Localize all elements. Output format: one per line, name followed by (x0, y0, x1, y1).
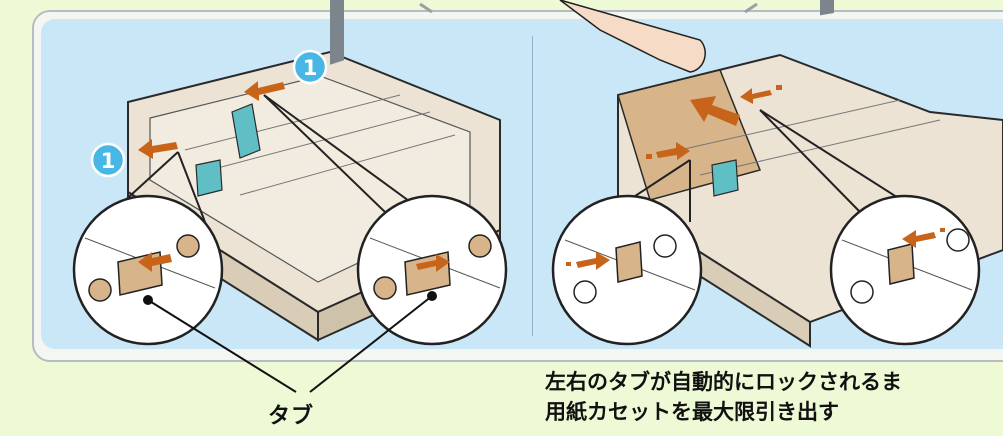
zoom-circle-left-2 (356, 194, 508, 346)
step-badge-left: 1 (90, 142, 126, 178)
instruction-text: 左右のタブが自動的にロックされるま 用紙カセットを最大限引き出す (545, 367, 902, 427)
panel-divider (532, 36, 533, 336)
pull-arrow (690, 96, 740, 126)
left-arrow-side (138, 139, 178, 159)
left-arrow-top (244, 81, 285, 101)
zoom-circle-left-1 (72, 194, 224, 346)
lock-arrows (646, 85, 782, 160)
step-badge-top: 1 (292, 49, 328, 85)
zoom-circle-right-2 (829, 194, 981, 346)
step-badge-top-label: 1 (303, 56, 318, 80)
zoom-circle-right-1 (551, 194, 703, 346)
hand-illustration (559, 0, 706, 73)
instruction-line-2: 用紙カセットを最大限引き出す (545, 400, 839, 424)
tab-label: タブ (268, 404, 315, 429)
step-badge-left-label: 1 (101, 149, 116, 173)
instruction-line-1: 左右のタブが自動的にロックされるま (545, 370, 902, 394)
